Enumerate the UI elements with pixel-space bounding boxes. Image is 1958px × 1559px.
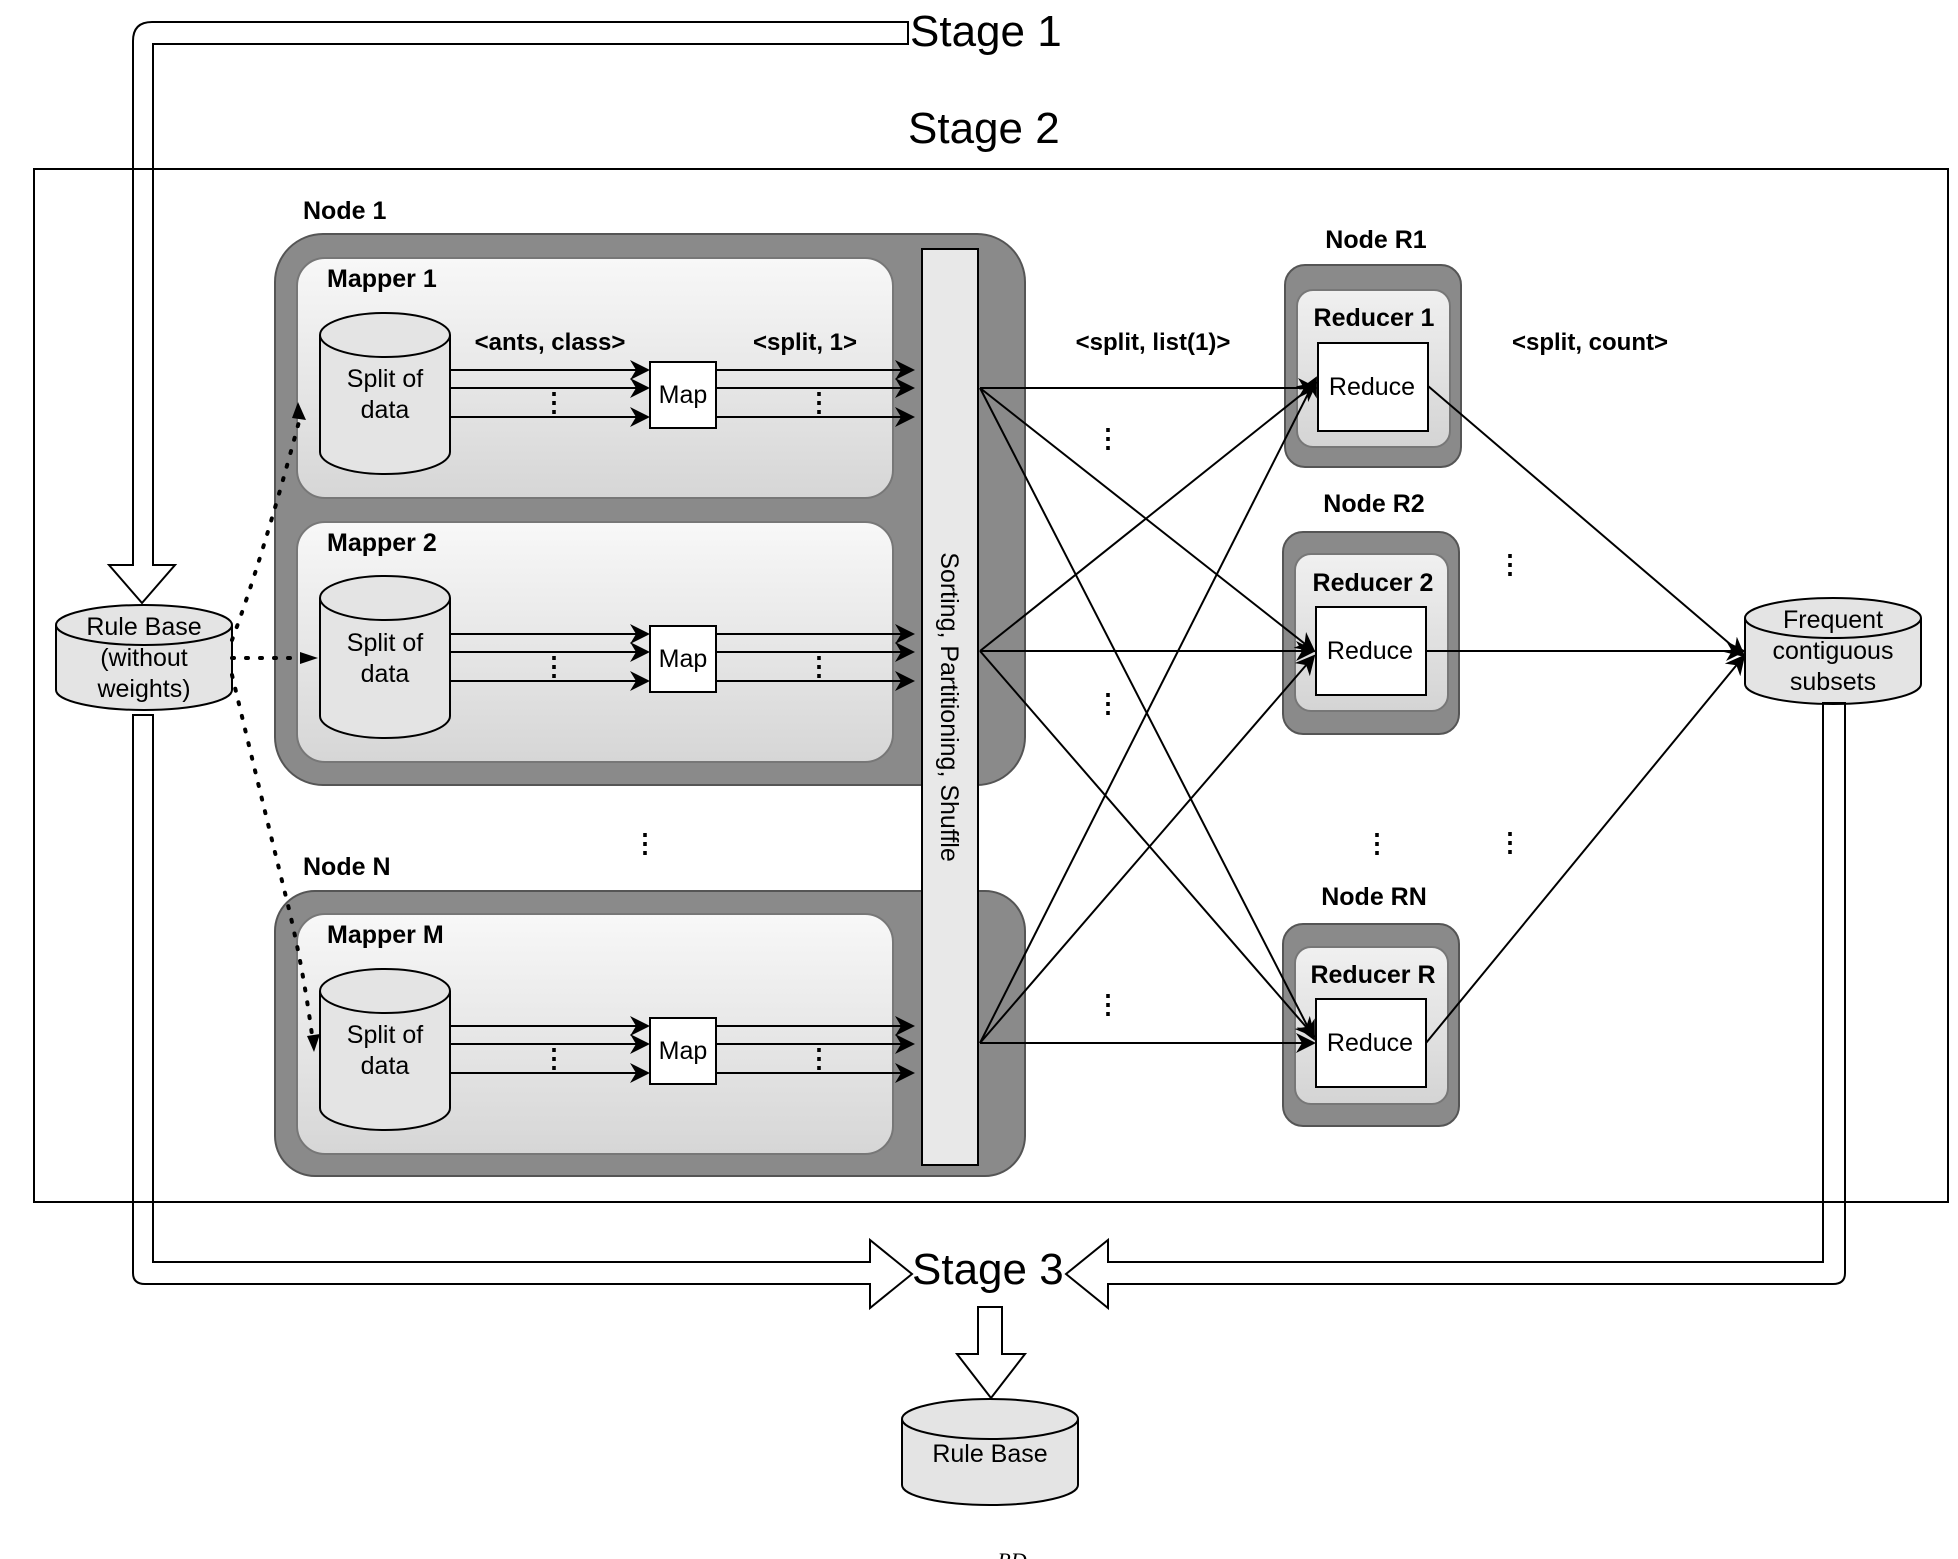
map-label: Map bbox=[659, 381, 708, 409]
split-of-data-label-line2: data bbox=[361, 660, 410, 688]
kv-split-list-label: <split, list(1)> bbox=[1076, 329, 1231, 356]
split-of-data-cylinder-1: Split of data bbox=[319, 312, 451, 475]
shuffle-ellipsis-3: ⋮ bbox=[1095, 989, 1121, 1019]
frequent-subsets-label-line3: subsets bbox=[1790, 668, 1876, 696]
node-r1-title: Node R1 bbox=[1325, 226, 1427, 254]
reducer-1-title: Reducer 1 bbox=[1314, 304, 1435, 332]
stage3-left-flow-arrow bbox=[132, 714, 914, 1311]
shuffle-to-reduce-arrows bbox=[979, 376, 1318, 1053]
reduce-to-output-arrows bbox=[1425, 385, 1746, 1044]
stage2-container bbox=[33, 168, 1949, 1203]
output-ellipsis-upper: ⋮ bbox=[1497, 549, 1523, 579]
reducer-r-title: Reducer R bbox=[1310, 961, 1435, 989]
frequent-subsets-label-line2: contiguous bbox=[1773, 637, 1894, 665]
shuffle-bar bbox=[921, 248, 979, 1166]
mapper-m-ellipsis-left: ⋮ bbox=[541, 1043, 567, 1073]
reducer-2-title: Reducer 2 bbox=[1313, 569, 1434, 597]
nodes-ellipsis: ⋮ bbox=[632, 828, 658, 858]
reduce-box-1: Reduce bbox=[1317, 342, 1429, 432]
split-of-data-cylinder-m: Split of data bbox=[319, 968, 451, 1131]
output-ellipsis-lower: ⋮ bbox=[1497, 827, 1523, 857]
mapper-2-ellipsis-right: ⋮ bbox=[806, 651, 832, 681]
shuffle-ellipsis-1: ⋮ bbox=[1095, 423, 1121, 453]
mapper-2-arrows bbox=[450, 624, 915, 691]
mapper-2-title: Mapper 2 bbox=[327, 529, 437, 557]
stage3-right-flow-arrow bbox=[1064, 702, 1846, 1311]
stage3-down-arrow bbox=[954, 1306, 1028, 1400]
kv-split-count-label: <split, count> bbox=[1512, 329, 1668, 356]
map-box-m: Map bbox=[649, 1017, 717, 1085]
stage-3-label: Stage 3 bbox=[912, 1245, 1064, 1294]
rule-base-input-label-line2: (without bbox=[100, 644, 188, 672]
rule-base-distribution-lines bbox=[230, 416, 314, 1037]
rule-base-output-label: Rule Base bbox=[932, 1440, 1047, 1468]
stage1-flow-arrow bbox=[106, 21, 909, 605]
node-rn-title: Node RN bbox=[1321, 883, 1427, 911]
split-of-data-label-line1: Split of bbox=[347, 1021, 423, 1049]
reduce-box-r: Reduce bbox=[1315, 998, 1427, 1088]
map-label: Map bbox=[659, 645, 708, 673]
reduce-label: Reduce bbox=[1327, 1029, 1413, 1057]
split-of-data-cylinder-2: Split of data bbox=[319, 575, 451, 739]
map-label: Map bbox=[659, 1037, 708, 1065]
frequent-subsets-cylinder: Frequent contiguous subsets bbox=[1744, 597, 1922, 705]
kv-ants-class-label: <ants, class> bbox=[475, 329, 626, 356]
mapper-m-title: Mapper M bbox=[327, 921, 444, 949]
mapper-1-ellipsis-left: ⋮ bbox=[541, 387, 567, 417]
reducer-column-ellipsis: ⋮ bbox=[1364, 828, 1390, 858]
mapper-2-ellipsis-left: ⋮ bbox=[541, 651, 567, 681]
mapper-m-ellipsis-right: ⋮ bbox=[806, 1043, 832, 1073]
stage-2-label: Stage 2 bbox=[908, 104, 1060, 153]
split-of-data-label-line1: Split of bbox=[347, 365, 423, 393]
mapper-1-title: Mapper 1 bbox=[327, 265, 437, 293]
rule-base-input-cylinder: Rule Base (without weights) bbox=[55, 604, 233, 711]
kv-split-1-label: <split, 1> bbox=[753, 329, 857, 356]
frequent-subsets-label-line1: Frequent bbox=[1783, 606, 1883, 634]
shuffle-ellipsis-2: ⋮ bbox=[1095, 688, 1121, 718]
reduce-label: Reduce bbox=[1327, 637, 1413, 665]
map-box-2: Map bbox=[649, 625, 717, 693]
stage-1-label: Stage 1 bbox=[910, 7, 1062, 56]
split-of-data-label-line2: data bbox=[361, 396, 410, 424]
split-of-data-label-line1: Split of bbox=[347, 629, 423, 657]
mapper-1-arrows bbox=[450, 360, 915, 427]
footer-fragment: RD bbox=[996, 1548, 1026, 1559]
node-n-title: Node N bbox=[303, 853, 391, 881]
dotted-arrowheads bbox=[292, 402, 320, 1052]
reduce-label: Reduce bbox=[1329, 373, 1415, 401]
shuffle-bar-label: Sorting, Partitioning, Shuffle bbox=[935, 552, 963, 861]
rule-base-input-label-line3: weights) bbox=[96, 675, 190, 703]
rule-base-output-cylinder: Rule Base bbox=[901, 1398, 1079, 1506]
mapper-m-arrows bbox=[450, 1016, 915, 1083]
node-r2-title: Node R2 bbox=[1323, 490, 1424, 518]
split-of-data-label-line2: data bbox=[361, 1052, 410, 1080]
rule-base-input-label-line1: Rule Base bbox=[86, 613, 201, 641]
mapper-1-ellipsis-right: ⋮ bbox=[806, 387, 832, 417]
reduce-box-2: Reduce bbox=[1315, 606, 1427, 696]
map-box-1: Map bbox=[649, 361, 717, 429]
node-1-title: Node 1 bbox=[303, 197, 386, 225]
